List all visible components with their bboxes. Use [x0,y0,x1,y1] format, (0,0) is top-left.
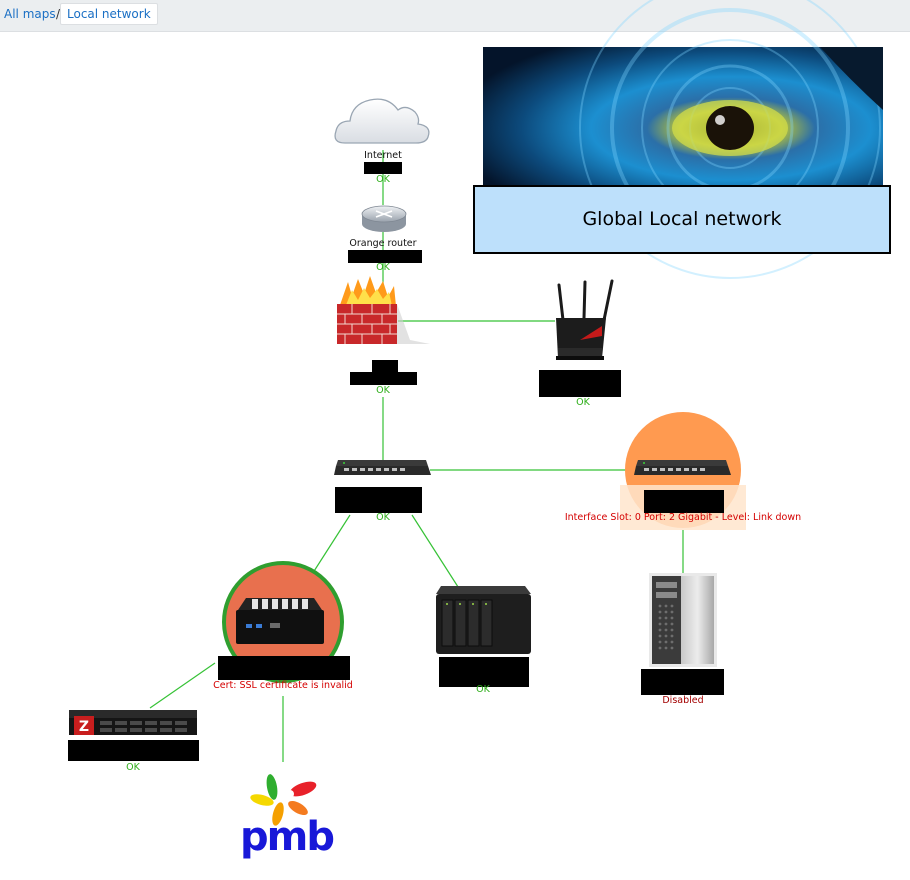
breadcrumb-separator: / [56,7,61,21]
desktop-tower-icon[interactable] [649,573,717,667]
redacted-label [539,370,621,397]
desktop-status: Disabled [662,695,704,706]
breadcrumb-all-maps[interactable]: All maps [4,7,56,21]
link-switch-nas [411,514,461,591]
map-title-banner [473,185,891,254]
redacted-label [350,372,417,385]
switch-status: OK [376,512,390,523]
redacted-label [364,162,402,174]
router-label: Orange router [349,238,417,249]
svg-text:Z: Z [79,719,89,735]
redacted-label [218,656,350,680]
firewall-icon[interactable] [337,276,430,344]
mini-pc-icon[interactable] [236,598,324,644]
rack-server-icon[interactable]: Z [69,710,197,735]
firewall-status: OK [376,385,390,396]
redacted-label [372,360,398,372]
nas-icon[interactable] [436,586,531,654]
redacted-label [348,250,422,263]
wifi-router-icon[interactable] [556,279,614,360]
redacted-label [641,669,724,695]
network-switch-icon[interactable] [334,460,431,475]
pmb-logo-text: pmb [240,814,335,860]
banner-image [483,0,883,279]
redacted-label [335,487,422,513]
router-status: OK [376,262,390,273]
switch-problem-text: Interface Slot: 0 Port: 2 Gigabit - Leve… [564,512,802,523]
breadcrumb-current-map[interactable]: Local network [60,3,158,25]
redacted-label [68,740,199,761]
pmb-logo-icon[interactable] [249,773,318,827]
cloud-icon[interactable] [334,98,430,144]
internet-status: OK [376,174,390,185]
map-title: Global Local network [582,208,782,230]
network-switch-icon[interactable] [634,460,731,475]
minipc-problem-text: Cert: SSL certificate is invalid [213,680,353,691]
network-links [149,150,684,762]
wifi-status: OK [576,397,590,408]
router-icon[interactable] [361,205,407,232]
nas-status: OK [476,684,490,695]
link-minipc-server [149,662,216,709]
breadcrumb: All maps / Local network [0,0,910,32]
internet-label: Internet [364,150,402,161]
redacted-label [439,657,529,687]
server-status: OK [126,762,140,773]
redacted-label [644,490,724,513]
